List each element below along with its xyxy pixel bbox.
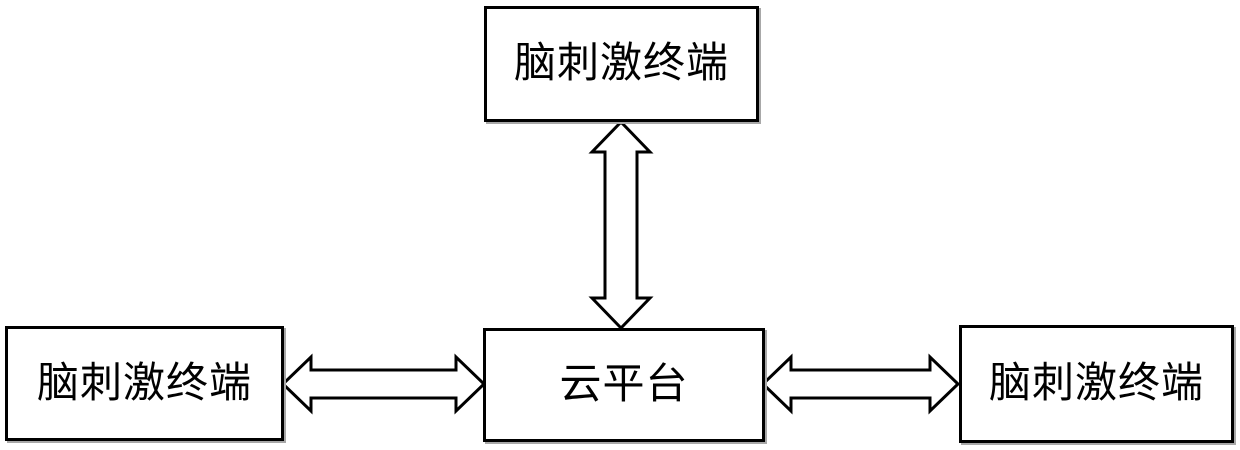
node-top-terminal-label: 脑刺激终端 (513, 41, 729, 87)
vertical-double-arrow (588, 119, 654, 331)
node-cloud-platform: 云平台 (483, 328, 765, 442)
left-double-arrow (280, 353, 487, 415)
node-left-terminal-label: 脑刺激终端 (36, 360, 252, 407)
node-left-terminal: 脑刺激终端 (5, 326, 284, 441)
right-double-arrow (760, 353, 961, 415)
node-right-terminal-label: 脑刺激终端 (988, 361, 1204, 407)
node-top-terminal: 脑刺激终端 (484, 6, 759, 122)
node-right-terminal: 脑刺激终端 (959, 325, 1234, 443)
node-cloud-platform-label: 云平台 (559, 362, 689, 408)
